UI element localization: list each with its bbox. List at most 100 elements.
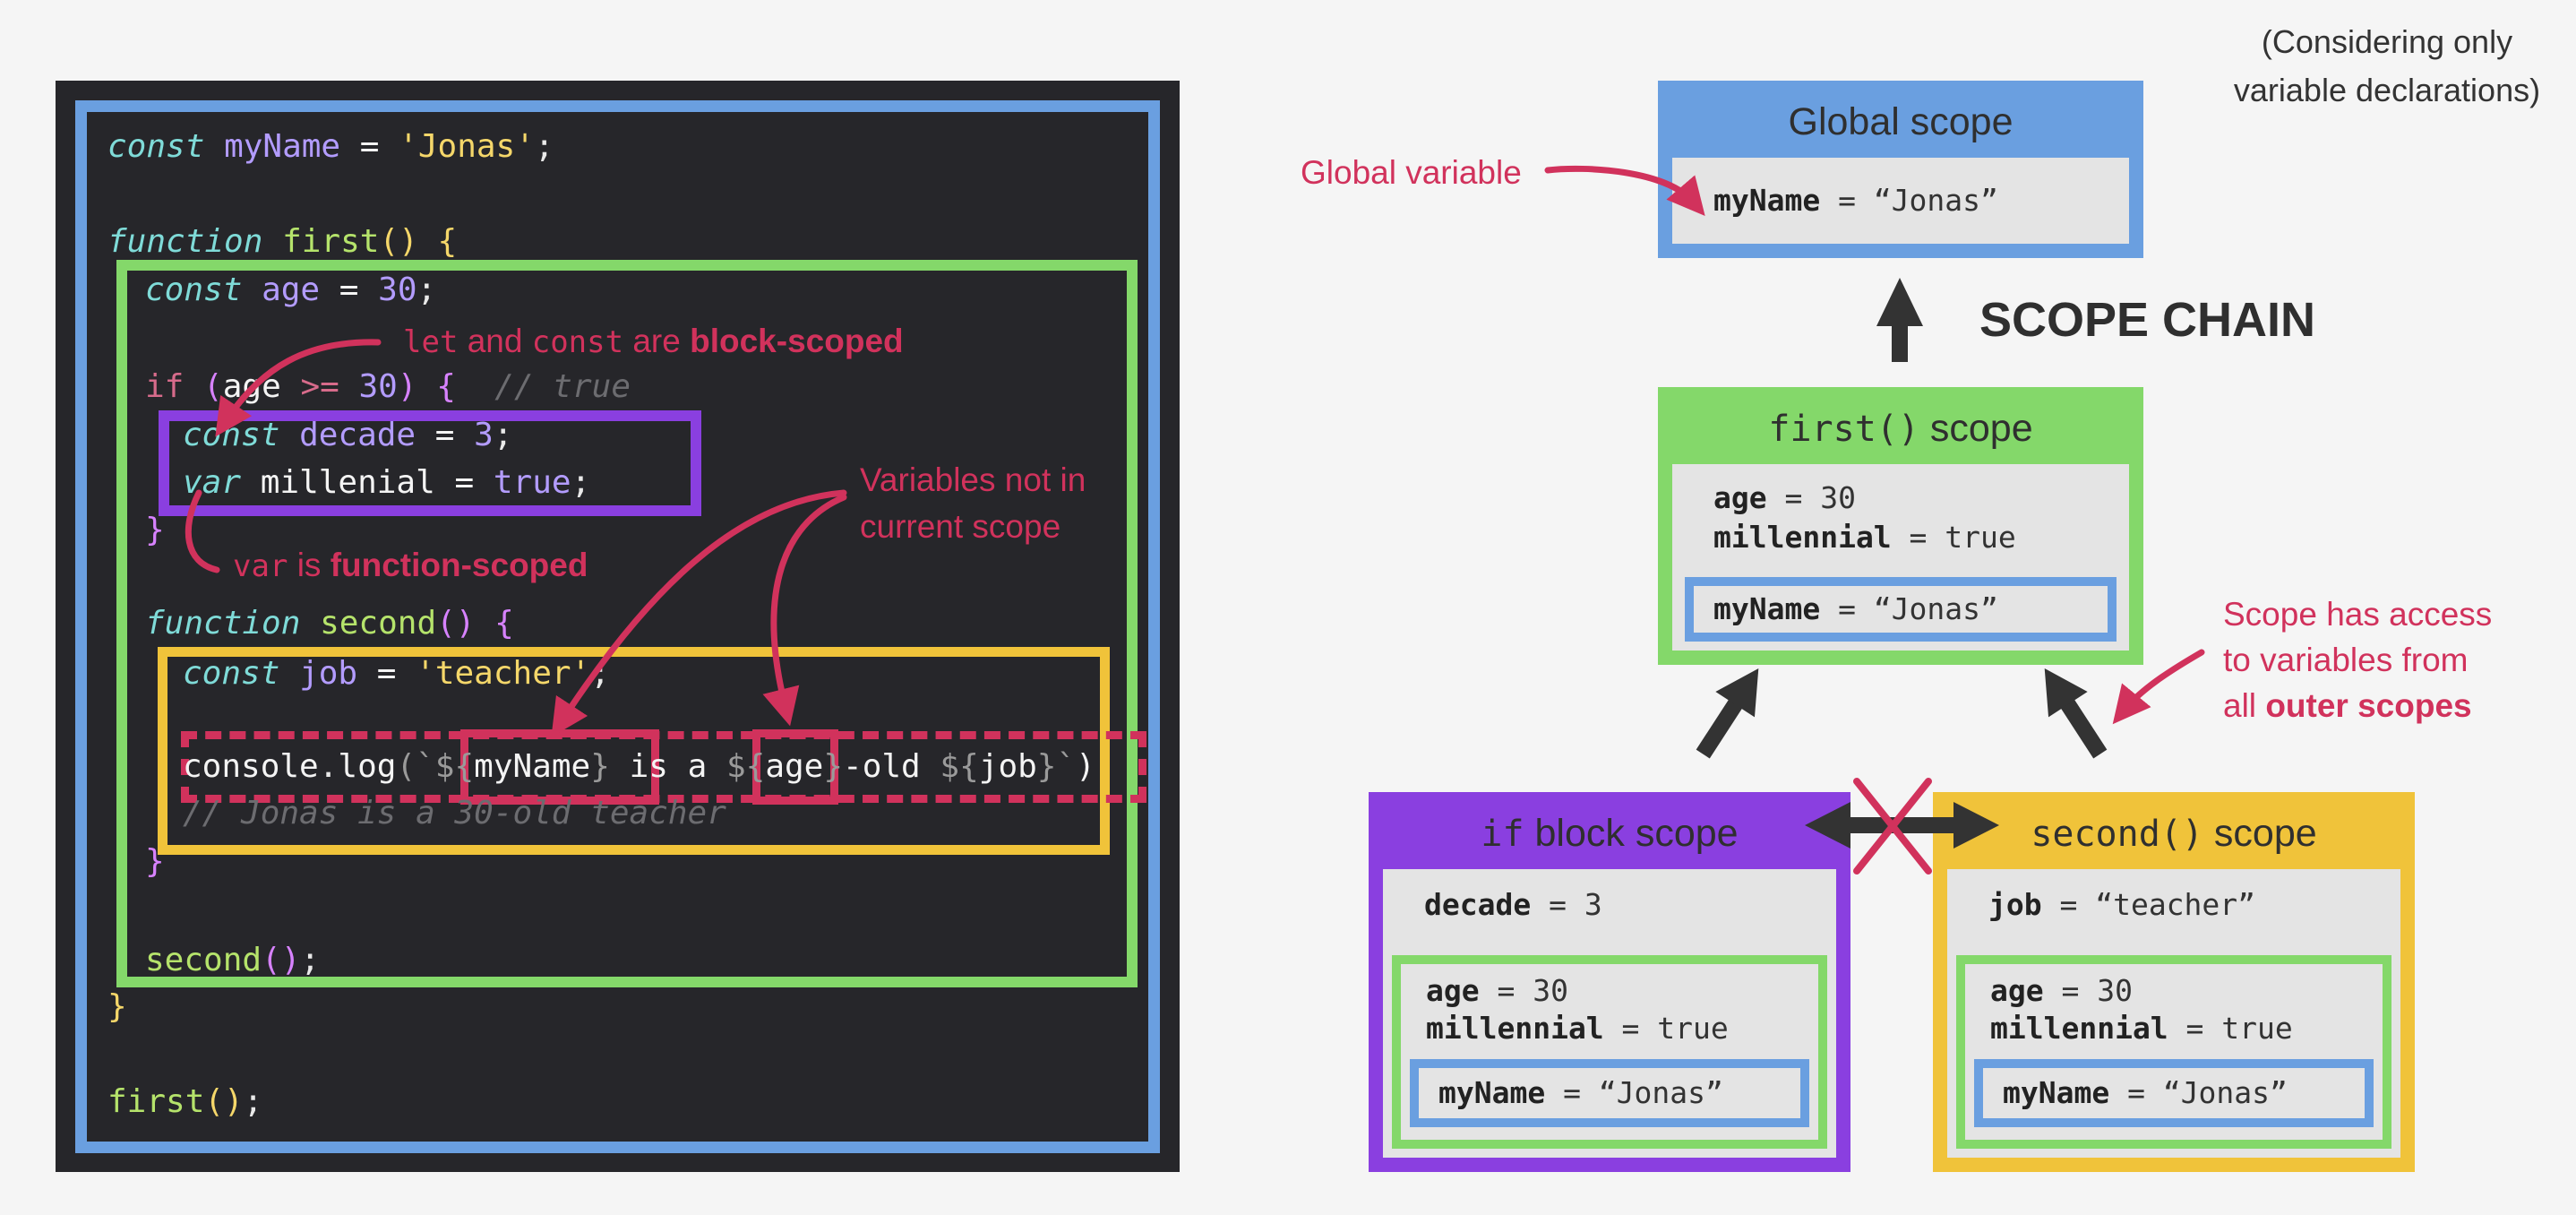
var-entry: job = “teacher” — [1988, 887, 2255, 923]
var-name: millennial — [1990, 1011, 2168, 1046]
boolean: true — [493, 464, 571, 501]
text: and — [458, 323, 532, 359]
keyword: var — [183, 464, 242, 501]
dollar: $ — [726, 748, 746, 785]
annotation-line-1: Variables not in — [860, 461, 1086, 498]
code-line-12: } — [145, 843, 165, 880]
annotation-line-2: current scope — [860, 508, 1061, 545]
note-line-1: (Considering only — [2261, 23, 2513, 60]
parens: () — [436, 605, 476, 642]
first-inherited-global: myName = “Jonas” — [1685, 577, 2117, 642]
global-variable-arrow — [1544, 165, 1705, 216]
second-scope-box: second() scope job = “teacher” age = 30 … — [1933, 792, 2415, 1172]
punct: ; — [300, 942, 321, 978]
title-text: scope — [2202, 812, 2317, 855]
code-line-2: function first() { — [107, 222, 457, 262]
text: all — [2223, 687, 2266, 724]
punct: ; — [416, 271, 437, 308]
note-line-2: variable declarations) — [2233, 72, 2541, 108]
function-call: second — [145, 942, 262, 978]
title-code: first() — [1768, 409, 1919, 450]
code-line-7: } — [145, 512, 165, 548]
curved-arrow-icon — [185, 339, 847, 737]
number: 3 — [474, 417, 494, 453]
punct: ; — [243, 1083, 263, 1120]
title-text: scope — [1919, 407, 2033, 450]
scope-access-arrow — [2112, 649, 2205, 725]
up-arrow-icon — [2044, 668, 2108, 759]
second-inherited-global: myName = “Jonas” — [1974, 1059, 2374, 1127]
punct: ; — [493, 417, 513, 453]
var-value: = 30 — [2043, 973, 2133, 1008]
code-line-5: const decade = 3; — [183, 416, 513, 455]
if-block-scope-box: if block scope decade = 3 age = 30 mille… — [1369, 792, 1850, 1172]
var-name: age — [1990, 973, 2044, 1008]
code-line-4: if (age >= 30) { // true — [145, 367, 631, 407]
first-scope-title: first() scope — [1658, 407, 2143, 451]
var-entry: age = 30 — [1990, 973, 2133, 1009]
up-arrow-icon — [1876, 278, 1923, 362]
emphasis: block-scoped — [690, 323, 904, 359]
parens: () — [204, 1083, 244, 1120]
if-inherited-global: myName = “Jonas” — [1410, 1059, 1809, 1127]
code-line-14: } — [107, 988, 127, 1025]
template-text: -old — [843, 748, 940, 785]
var-value: = 3 — [1531, 887, 1602, 922]
var-value: = true — [1891, 520, 2016, 555]
keyword: const — [145, 271, 243, 308]
var-value: = “teacher” — [2041, 887, 2256, 922]
code-line-13: second(); — [145, 941, 320, 980]
if-inherited-first: age = 30 millennial = true myName = “Jon… — [1392, 955, 1827, 1149]
var-entry: myName = “Jonas” — [1438, 1075, 1723, 1111]
operator: = — [376, 655, 397, 692]
paren: ) — [397, 368, 417, 405]
var-value: = true — [1603, 1011, 1729, 1046]
number: 30 — [358, 368, 398, 405]
code-editor-panel: const myName = 'Jonas'; function first()… — [56, 81, 1180, 1172]
punct: ; — [571, 464, 591, 501]
string: 'teacher' — [416, 655, 591, 692]
block-scoped-arrow — [215, 339, 382, 437]
identifier: job — [299, 655, 358, 692]
template-start: (`$ — [396, 748, 455, 785]
var-value: = 30 — [1479, 973, 1568, 1008]
var-entry: myName = “Jonas” — [1713, 591, 1998, 627]
var-name: myName — [1438, 1075, 1546, 1110]
identifier: myName — [224, 128, 341, 165]
var-name: age — [1426, 973, 1480, 1008]
code-line-15: first(); — [107, 1082, 262, 1122]
title-text: block scope — [1524, 812, 1739, 855]
brace: { — [437, 223, 458, 260]
const-keyword: const — [531, 324, 624, 360]
annotation-line-3: all outer scopes — [2223, 683, 2492, 728]
operator: = — [339, 271, 359, 308]
var-name: millennial — [1713, 520, 1892, 555]
global-variable-annotation: Global variable — [1301, 154, 1522, 191]
brace: { — [745, 748, 766, 785]
function-scoped-annotation: var is function-scoped — [233, 547, 588, 585]
keyword: const — [107, 128, 205, 165]
var-value: = “Jonas” — [2109, 1075, 2288, 1110]
comment: // true — [494, 368, 631, 405]
function-scoped-arrow — [185, 489, 220, 573]
let-keyword: let — [403, 324, 459, 360]
var-name: myName — [1713, 183, 1821, 218]
if-block-code-box — [159, 410, 701, 516]
template-end: }` — [1036, 748, 1077, 785]
identifier: millenial — [260, 464, 435, 501]
operator: = — [454, 464, 475, 501]
operator: >= — [300, 368, 339, 405]
var-value: = 30 — [1766, 480, 1856, 515]
paren: ) — [1076, 748, 1095, 785]
global-scope-box: Global scope myName = “Jonas” — [1658, 81, 2143, 258]
identifier: decade — [299, 417, 416, 453]
var-entry: myName = “Jonas” — [2003, 1075, 2288, 1111]
code-line-8: function second() { — [145, 604, 514, 643]
note: (Considering only variable declarations) — [2212, 18, 2562, 115]
second-scope-code-box — [158, 647, 1110, 855]
keyword: if — [145, 368, 185, 405]
emphasis: function-scoped — [330, 547, 588, 583]
operator: = — [434, 417, 455, 453]
identifier: age — [262, 271, 321, 308]
object: console — [183, 748, 319, 785]
